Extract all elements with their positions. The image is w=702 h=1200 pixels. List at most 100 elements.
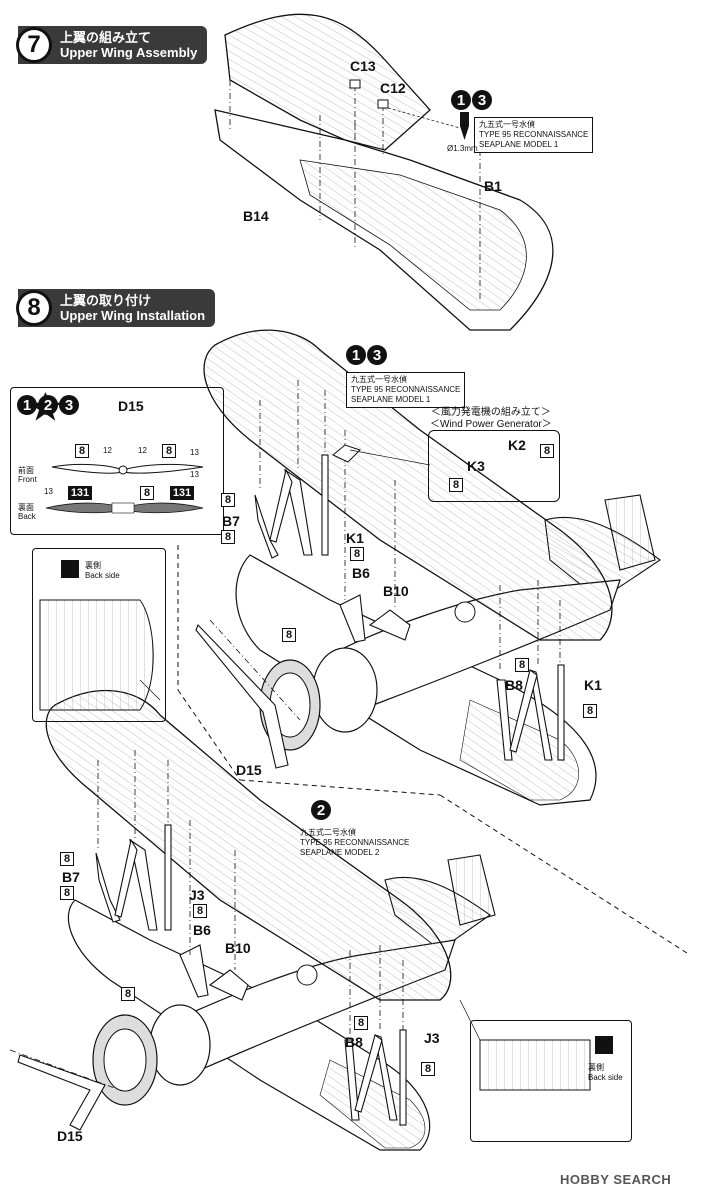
version-badge: 3: [59, 395, 79, 415]
paint-12: 12: [138, 446, 147, 455]
version-jp: 九五式二号水偵: [300, 828, 356, 837]
back-side-panel-2: [470, 1020, 632, 1142]
paint-badge: 8: [75, 444, 89, 458]
propeller-front-jp: 前面: [18, 466, 34, 475]
version-badge: 3: [367, 345, 387, 365]
part-label-b7: B7: [62, 869, 80, 885]
watermark: HOBBY SEARCH: [560, 1172, 671, 1187]
paint-callout-8: 8: [221, 530, 235, 544]
part-label-b8: B8: [505, 677, 523, 693]
version-badges-model2: 2: [311, 800, 332, 820]
propeller-diagram: [29, 392, 204, 514]
step7-upper-wing-top: [224, 13, 431, 151]
part-label-b10: B10: [225, 940, 251, 956]
version-badge: 3: [472, 90, 492, 110]
version-en1: TYPE 95 RECONNAISSANCE: [479, 130, 589, 139]
back-side-detail-1: [39, 599, 154, 711]
paint-callout-8: 8: [449, 478, 463, 492]
part-label-k1: K1: [346, 530, 364, 546]
paint-callout-8: 8: [583, 704, 597, 718]
model2-aircraft: [9, 689, 496, 1151]
paint-13: 13: [190, 470, 199, 479]
version-badge: 2: [311, 800, 331, 820]
back-side-detail-2: [479, 1039, 591, 1091]
version-badge: 1: [346, 345, 366, 365]
propeller-back-jp: 裏面: [18, 503, 34, 512]
paint-callout-8: 8: [282, 628, 296, 642]
paint-badge-131: 131: [170, 486, 194, 500]
watermark-text: HOBBY SEARCH: [560, 1172, 672, 1187]
paint-callout-8: 8: [540, 444, 554, 458]
back-side-en: Back side: [588, 1073, 623, 1082]
part-label-k1: K1: [584, 677, 602, 693]
version-en2: SEAPLANE MODEL 2: [300, 848, 380, 857]
part-label-b7: B7: [222, 513, 240, 529]
step7-upper-wing-bottom: [214, 109, 554, 331]
paint-callout-8: 8: [60, 852, 74, 866]
back-side-label-2: 裏側 Back side: [588, 1062, 623, 1082]
back-side-label-1: 裏側 Back side: [85, 560, 120, 580]
wind-generator-panel: [428, 430, 560, 502]
part-label-j3: J3: [189, 887, 205, 903]
back-side-panel-1: [32, 548, 166, 722]
version-badge: 2: [38, 395, 58, 415]
propeller-front-en: Front: [18, 475, 37, 484]
version-label-model2: 九五式二号水偵 TYPE 95 RECONNAISSANCE SEAPLANE …: [296, 826, 413, 860]
wind-generator-title-jp: ＜風力発電機の組み立て＞: [430, 407, 551, 418]
step8-title-en: Upper Wing Installation: [60, 308, 206, 323]
paint-12: 12: [103, 446, 112, 455]
propeller-panel-part: D15: [118, 398, 144, 414]
version-en2: SEAPLANE MODEL 1: [479, 140, 559, 149]
paint-badge-131: 131: [68, 486, 92, 500]
paint-13: 13: [190, 448, 199, 457]
back-side-jp: 裏側: [588, 1063, 604, 1072]
version-badge: 1: [451, 90, 471, 110]
part-label-b6: B6: [352, 565, 370, 581]
step7-title-jp: 上翼の組み立て: [60, 30, 152, 45]
paint-badge: 8: [140, 486, 154, 500]
back-side-icon: [595, 1036, 613, 1054]
version-jp: 九五式一号水偵: [351, 375, 407, 384]
paint-callout-8: 8: [421, 1062, 435, 1076]
paint-callout-8: 8: [354, 1016, 368, 1030]
wind-generator-title: ＜風力発電機の組み立て＞ ＜Wind Power Generator＞: [430, 407, 552, 431]
part-label-d15: D15: [236, 762, 262, 778]
part-label-b14: B14: [243, 208, 269, 224]
version-badge: 1: [17, 395, 37, 415]
step7-title-en: Upper Wing Assembly: [60, 45, 198, 60]
part-label-b1: B1: [484, 178, 502, 194]
part-label-b10: B10: [383, 583, 409, 599]
model1-aircraft: [195, 329, 661, 806]
part-label-c13: C13: [350, 58, 376, 74]
paint-callout-8: 8: [515, 658, 529, 672]
wind-generator-title-en: ＜Wind Power Generator＞: [430, 419, 552, 430]
back-side-icon: [61, 560, 79, 578]
back-side-en: Back side: [85, 571, 120, 580]
paint-callout-8: 8: [221, 493, 235, 507]
version-label-model1: 九五式一号水偵 TYPE 95 RECONNAISSANCE SEAPLANE …: [346, 372, 466, 408]
part-label-c12: C12: [380, 80, 406, 96]
propeller-back-en: Back: [18, 512, 36, 521]
step8-number: 8: [16, 290, 52, 326]
step7-number: 7: [16, 27, 52, 63]
paint-badge: 8: [162, 444, 176, 458]
part-label-j3: J3: [424, 1030, 440, 1046]
paint-13: 13: [44, 487, 53, 496]
step7-header: 7 上翼の組み立て Upper Wing Assembly: [16, 26, 208, 64]
paint-callout-8: 8: [60, 886, 74, 900]
version-label-step7: 九五式一号水偵 TYPE 95 RECONNAISSANCE SEAPLANE …: [474, 117, 594, 153]
version-en1: TYPE 95 RECONNAISSANCE: [300, 838, 410, 847]
part-label-b6: B6: [193, 922, 211, 938]
part-label-k3: K3: [467, 458, 485, 474]
part-label-d15: D15: [57, 1128, 83, 1144]
step8-title-jp: 上翼の取り付け: [60, 293, 152, 308]
paint-callout-8: 8: [121, 987, 135, 1001]
paint-callout-8: 8: [350, 547, 364, 561]
part-label-k2: K2: [508, 437, 526, 453]
drill-size-label: Ø1.3mm: [447, 144, 478, 153]
version-en1: TYPE 95 RECONNAISSANCE: [351, 385, 461, 394]
part-label-b8: B8: [345, 1034, 363, 1050]
